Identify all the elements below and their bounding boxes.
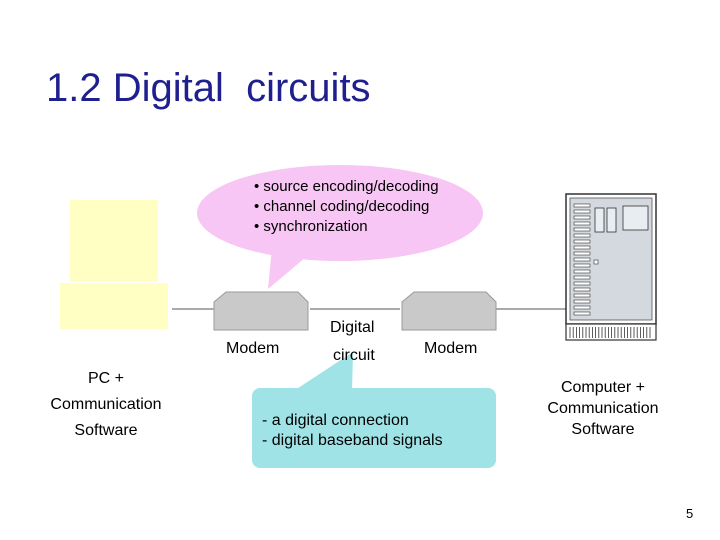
info-item-baseband-signals: - digital baseband signals — [262, 432, 443, 449]
computer-icon — [565, 193, 657, 341]
pc-icon — [60, 200, 168, 329]
server-slot — [573, 263, 591, 268]
server-slot — [573, 293, 591, 298]
server-slot — [573, 227, 591, 232]
server-slot — [573, 305, 591, 310]
server-slot — [573, 269, 591, 274]
server-slot — [573, 203, 591, 208]
page-number: 5 — [686, 506, 694, 521]
server-slot — [573, 257, 591, 262]
modem-right-icon — [401, 291, 497, 331]
info-item-digital-connection: - a digital connection — [262, 412, 409, 429]
digital-label: Digital — [330, 319, 375, 336]
computer-caption: Computer + Communication Software — [547, 379, 659, 438]
bubble-item-source-coding: • source encoding/decoding — [254, 178, 439, 195]
circuit-label: circuit — [333, 347, 375, 364]
bubble-item-synchronization: • synchronization — [254, 218, 368, 235]
thought-bubble — [197, 165, 483, 289]
info-callout — [252, 352, 496, 468]
bubble-item-channel-coding: • channel coding/decoding — [254, 198, 430, 215]
server-slot — [573, 245, 591, 250]
pc-caption: PC + Communication Software — [50, 370, 162, 439]
server-slot — [573, 281, 591, 286]
modem-left-icon — [213, 291, 309, 331]
server-slot — [573, 239, 591, 244]
server-slot — [573, 299, 591, 304]
server-slot — [573, 287, 591, 292]
server-slot — [573, 275, 591, 280]
modem-right-label: Modem — [424, 340, 478, 357]
server-slot — [573, 209, 591, 214]
server-slot — [573, 311, 591, 316]
slide-title: 1.2 Digital circuits — [46, 66, 371, 110]
server-slot — [573, 251, 591, 256]
server-slot — [573, 233, 591, 238]
server-slot — [573, 215, 591, 220]
modem-left-label: Modem — [226, 340, 280, 357]
server-slot — [573, 221, 591, 226]
